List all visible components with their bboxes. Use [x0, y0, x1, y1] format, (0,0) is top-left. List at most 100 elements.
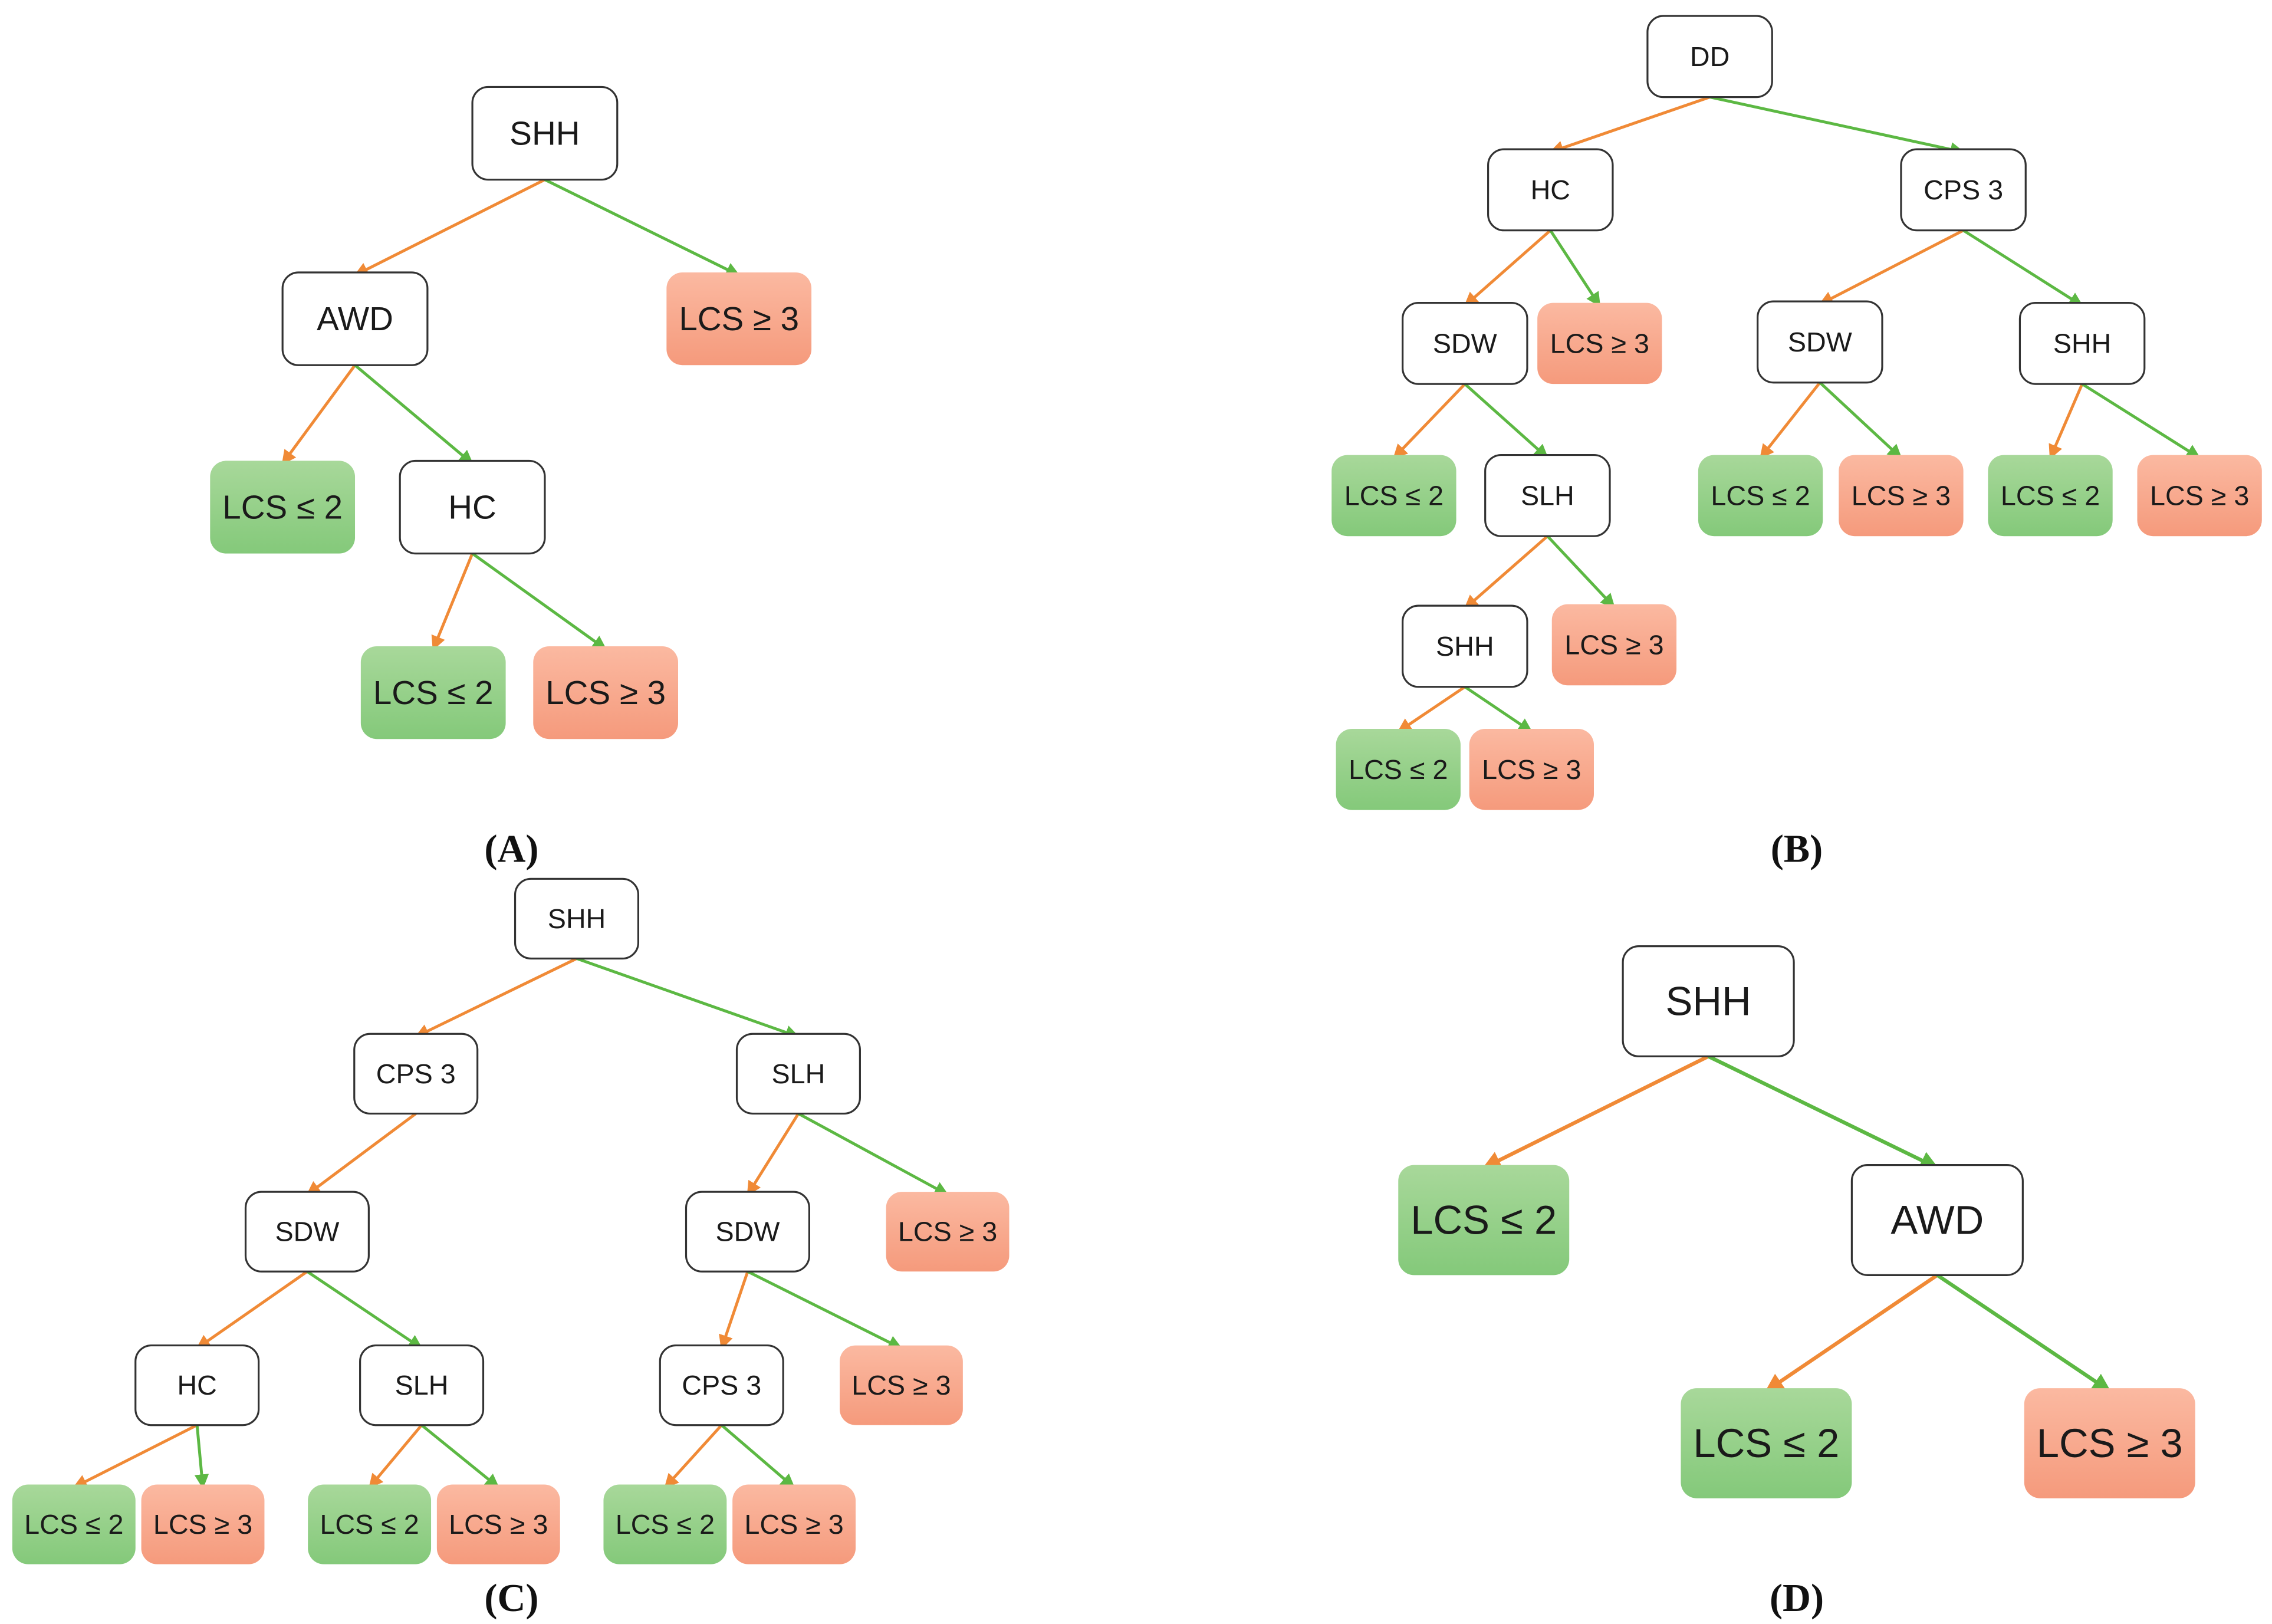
edge-b9-b14	[1464, 535, 1548, 610]
edge-c4-c7	[196, 1270, 308, 1350]
node-box	[1402, 604, 1528, 688]
leaf-node-high: LCS ≥ 3	[141, 1484, 265, 1564]
leaf-node-low: LCS ≤ 2	[12, 1484, 136, 1564]
node-label: AWD	[317, 300, 393, 337]
decision-node: SLH	[359, 1344, 485, 1426]
leaf-node-high: LCS ≥ 3	[533, 646, 679, 739]
node-label: LCS ≤ 2	[1349, 754, 1448, 785]
edge-b1-b2	[1548, 96, 1711, 155]
leaf-node-high: LCS ≥ 3	[436, 1484, 560, 1564]
node-label: SLH	[395, 1370, 449, 1401]
edge-b1-b3	[1709, 96, 1965, 157]
node-box	[281, 271, 429, 366]
edge-a1-a3	[544, 178, 741, 277]
edge-c1-c2	[415, 957, 578, 1038]
node-box	[471, 86, 619, 181]
decision-node: CPS 3	[659, 1344, 784, 1426]
node-box	[1398, 1165, 1570, 1275]
node-label: LCS ≥ 3	[545, 674, 666, 711]
panel-label: (D)	[1770, 1577, 1824, 1620]
node-box	[1487, 148, 1614, 232]
node-label: CPS 3	[376, 1058, 456, 1089]
node-label: SLH	[772, 1058, 826, 1089]
decision-node: HC	[399, 459, 546, 555]
edge-a2-a5	[354, 364, 474, 465]
decision-node: HC	[134, 1344, 260, 1426]
node-box	[732, 1484, 856, 1564]
decision-node: SDW	[1757, 300, 1883, 384]
panel-label: (B)	[1771, 827, 1823, 870]
node-box	[1336, 729, 1461, 810]
panel-labels: (A) (B) (C) (D)	[484, 827, 1824, 1619]
node-label: LCS ≥ 3	[679, 300, 799, 337]
node-box	[244, 1191, 370, 1273]
node-label: LCS ≥ 3	[744, 1509, 843, 1540]
edge-b7-b13	[2081, 383, 2201, 459]
node-label: LCS ≤ 2	[373, 674, 494, 711]
node-label: DD	[1690, 41, 1730, 72]
edge-d3-d4	[1764, 1273, 1939, 1393]
node-box	[12, 1484, 136, 1564]
node-label: LCS ≤ 2	[222, 489, 343, 526]
node-label: LCS ≥ 3	[1482, 754, 1581, 785]
edge-c5-c9	[719, 1271, 749, 1350]
node-label: LCS ≤ 2	[616, 1509, 715, 1540]
leaf-node-low: LCS ≤ 2	[308, 1484, 432, 1564]
node-box	[886, 1192, 1010, 1272]
leaf-node-high: LCS ≥ 3	[1469, 729, 1594, 810]
node-box	[1551, 604, 1677, 686]
node-box	[1839, 455, 1964, 537]
edge-c7-c11	[73, 1424, 198, 1489]
node-box	[2137, 455, 2262, 537]
edge-a2-a4	[281, 364, 357, 465]
decision-node: AWD	[281, 271, 429, 366]
node-box	[1646, 15, 1773, 98]
node-label: LCS ≥ 3	[851, 1370, 951, 1401]
decision-node: SDW	[685, 1191, 810, 1273]
leaf-node-high: LCS ≥ 3	[2137, 455, 2262, 537]
decision-node: SLH	[1484, 453, 1611, 537]
decision-node: SHH	[471, 86, 619, 181]
decision-node: CPS 3	[1900, 148, 2027, 232]
node-box	[514, 877, 640, 960]
edge-c2-c4	[305, 1112, 417, 1196]
edge-c9-c16	[721, 1424, 795, 1489]
leaf-node-high: LCS ≥ 3	[886, 1192, 1010, 1272]
edge-c9-c15	[664, 1424, 723, 1489]
node-box	[1681, 1388, 1852, 1498]
edge-b9-b15	[1546, 535, 1616, 609]
edge-c4-c8	[306, 1270, 423, 1350]
node-label: LCS ≥ 3	[898, 1217, 997, 1247]
node-box	[436, 1484, 560, 1564]
edge-b4-b9	[1464, 383, 1549, 459]
node-label: SHH	[1436, 631, 1494, 662]
node-label: LCS ≤ 2	[2001, 480, 2100, 511]
leaf-node-low: LCS ≤ 2	[1698, 455, 1823, 537]
edge-b6-b10	[1759, 382, 1821, 459]
node-label: HC	[448, 489, 497, 526]
edge-d1-d2	[1482, 1054, 1709, 1170]
node-box	[399, 459, 546, 555]
edge-b7-b12	[2049, 383, 2084, 459]
edge-b6-b11	[1819, 381, 1902, 459]
node-label: AWD	[1890, 1198, 1984, 1243]
node-label: CPS 3	[682, 1370, 761, 1401]
panel-label: (A)	[484, 827, 538, 870]
node-label: LCS ≥ 3	[1564, 629, 1663, 660]
panel-label: (C)	[484, 1577, 538, 1620]
decision-node: CPS 3	[353, 1033, 479, 1115]
leaf-node-low: LCS ≤ 2	[1336, 729, 1461, 810]
edge-c5-c10	[747, 1270, 903, 1350]
decision-node: SLH	[735, 1033, 861, 1115]
leaf-node-high: LCS ≥ 3	[1551, 604, 1677, 686]
node-box	[210, 461, 356, 554]
leaf-node-high: LCS ≥ 3	[1537, 303, 1662, 384]
node-label: SDW	[716, 1217, 780, 1247]
decision-node: HC	[1487, 148, 1614, 232]
edge-d3-d5	[1936, 1273, 2112, 1393]
node-box	[1757, 300, 1883, 384]
leaf-node-high: LCS ≥ 3	[666, 272, 812, 366]
edge-a5-a6	[431, 553, 474, 651]
node-box	[134, 1344, 260, 1426]
node-box	[2024, 1388, 2195, 1498]
